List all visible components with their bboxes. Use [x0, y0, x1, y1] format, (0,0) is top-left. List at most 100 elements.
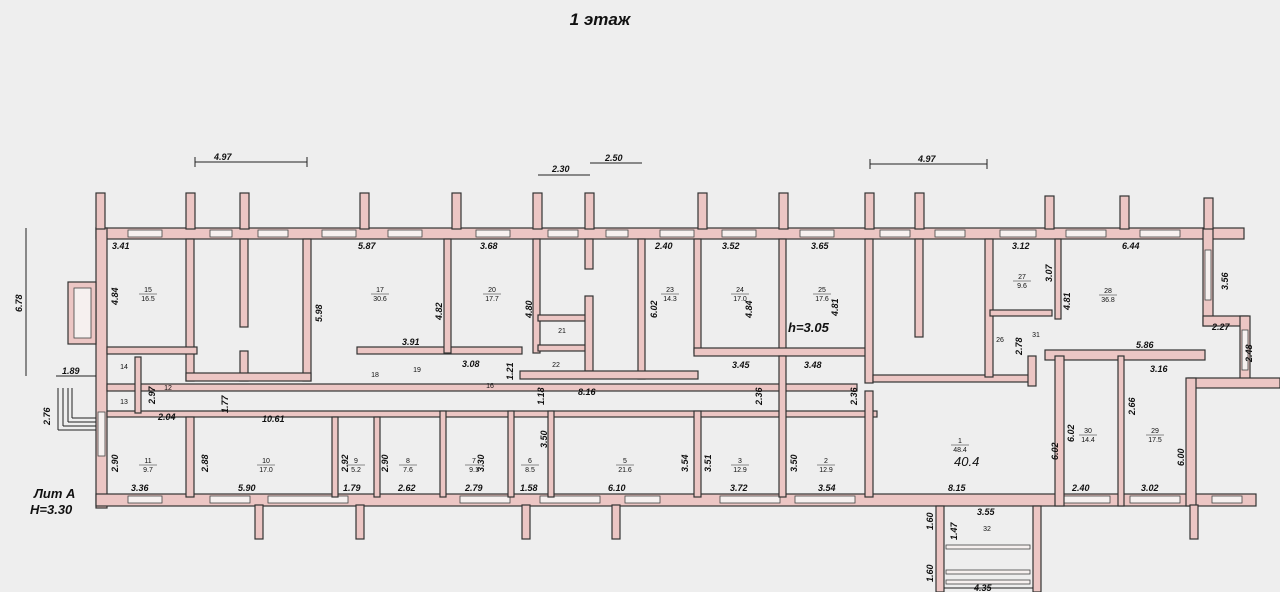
dim-label: 1.21: [505, 362, 515, 380]
room-area-23: 14.3: [663, 296, 677, 303]
floor-title: 1 этаж: [569, 10, 631, 29]
room-area-9: 5.2: [351, 467, 361, 474]
room-number-12: 12: [164, 385, 172, 392]
room-number-8: 8: [406, 458, 410, 465]
dim-label: 2.78: [1014, 337, 1024, 356]
room-area-5: 21.6: [618, 467, 632, 474]
dim-label: 6.00: [1176, 448, 1186, 466]
dim-label: 3.72: [730, 483, 748, 493]
dim-label: 3.54: [818, 483, 836, 493]
bottom-pilasters: [254, 504, 1199, 540]
handwritten-area: 40.4: [954, 454, 979, 469]
room-number-31: 31: [1032, 332, 1040, 339]
dim-label: 3.68: [480, 241, 498, 251]
dim-label: 8.15: [948, 483, 967, 493]
ext-dim-bottom-stair: 4.35: [973, 583, 993, 592]
entrance-porch: [67, 281, 1042, 592]
dim-label: 2.90: [110, 454, 120, 473]
dim-label: 3.55: [977, 507, 996, 517]
dim-label: 5.86: [1136, 340, 1155, 350]
room-number-25: 25: [818, 287, 826, 294]
left-stair: [57, 388, 96, 431]
dim-label: 1.60: [925, 564, 935, 582]
room-number-11: 11: [144, 458, 151, 465]
room-number-6: 6: [528, 458, 532, 465]
room-number-7: 7: [472, 458, 476, 465]
dim-label: 2.90: [380, 454, 390, 473]
room-number-32: 32: [983, 526, 991, 533]
room-number-16: 16: [486, 383, 494, 390]
interior-walls: [106, 238, 1206, 507]
room-area-3: 12.9: [733, 467, 747, 474]
room-number-29: 29: [1151, 428, 1159, 435]
room-area-2: 12.9: [819, 467, 833, 474]
room-area-29: 17.5: [1148, 437, 1162, 444]
room-number-21: 21: [558, 328, 566, 335]
dim-label: 5.90: [238, 483, 256, 493]
dim-label: 2.27: [1211, 322, 1231, 332]
top-pilasters: [95, 192, 1214, 230]
dim-label: 3.02: [1141, 483, 1159, 493]
ext-dim-top-a: 4.97: [213, 152, 233, 162]
room-number-20: 20: [488, 287, 496, 294]
dim-label: 5.98: [314, 304, 324, 322]
dim-label: 2.97: [147, 385, 157, 405]
room-number-9: 9: [354, 458, 358, 465]
windows: [97, 229, 1249, 504]
dim-label: 4.80: [524, 300, 534, 319]
room-area-11: 9.7: [143, 467, 153, 474]
dim-label: 3.16: [1150, 364, 1169, 374]
dim-label: 6.10: [608, 483, 626, 493]
dim-label: 3.91: [402, 337, 420, 347]
dim-label: 2.62: [397, 483, 416, 493]
dim-label: 1.79: [343, 483, 361, 493]
room-number-14: 14: [120, 364, 128, 371]
dim-label: 1.60: [925, 512, 935, 530]
room-number-10: 10: [262, 458, 270, 465]
room-number-23: 23: [666, 287, 674, 294]
room-area-17: 30.6: [373, 296, 387, 303]
height-main: H=3.30: [30, 502, 73, 517]
ext-dim-stair-h: 2.76: [42, 406, 52, 426]
dim-label: 1.47: [949, 521, 959, 540]
room-area-6: 8.5: [525, 467, 535, 474]
room-number-27: 27: [1018, 274, 1026, 281]
dim-label: 6.44: [1122, 241, 1140, 251]
room-number-24: 24: [736, 287, 744, 294]
room-number-26: 26: [996, 337, 1004, 344]
dim-label: 4.84: [744, 300, 754, 319]
room-number-22: 22: [552, 362, 560, 369]
room-area-27: 9.6: [1017, 283, 1027, 290]
room-number-17: 17: [376, 287, 384, 294]
dim-label: 1.18: [536, 387, 546, 405]
dim-label: 3.50: [789, 454, 799, 472]
dim-label: 3.12: [1012, 241, 1030, 251]
dim-label: 3.52: [722, 241, 740, 251]
room-number-2: 2: [824, 458, 828, 465]
dim-label: 3.65: [811, 241, 830, 251]
room-number-5: 5: [623, 458, 627, 465]
dim-label: 1.58: [520, 483, 538, 493]
dim-label: 2.40: [1071, 483, 1090, 493]
dim-label: 2.66: [1127, 396, 1137, 416]
room-area-24: 17.0: [733, 296, 747, 303]
dim-label: 3.56: [1220, 271, 1230, 290]
room-number-3: 3: [738, 458, 742, 465]
dim-label: 2.04: [157, 412, 176, 422]
dim-label: 4.82: [434, 302, 444, 321]
dim-label: 5.87: [358, 241, 377, 251]
room-number-1: 1: [958, 438, 962, 445]
dim-label: 2.36: [849, 386, 859, 406]
dim-label: 3.07: [1044, 263, 1054, 282]
dim-label: 3.45: [732, 360, 751, 370]
dim-label: 3.48: [804, 360, 822, 370]
dimension-lines: [25, 157, 1033, 589]
room-number-28: 28: [1104, 288, 1112, 295]
plan-labels: Лит А H=3.30 h=3.05 40.4 4.97 2.30 2.50 …: [14, 152, 993, 592]
room-number-13: 13: [120, 399, 128, 406]
room-labels: 1516.51730.62017.721222314.32417.02517.6…: [120, 274, 1164, 533]
lit-label: Лит А: [33, 486, 75, 501]
room-area-1: 48.4: [953, 447, 967, 454]
dim-label: 2.36: [754, 386, 764, 406]
